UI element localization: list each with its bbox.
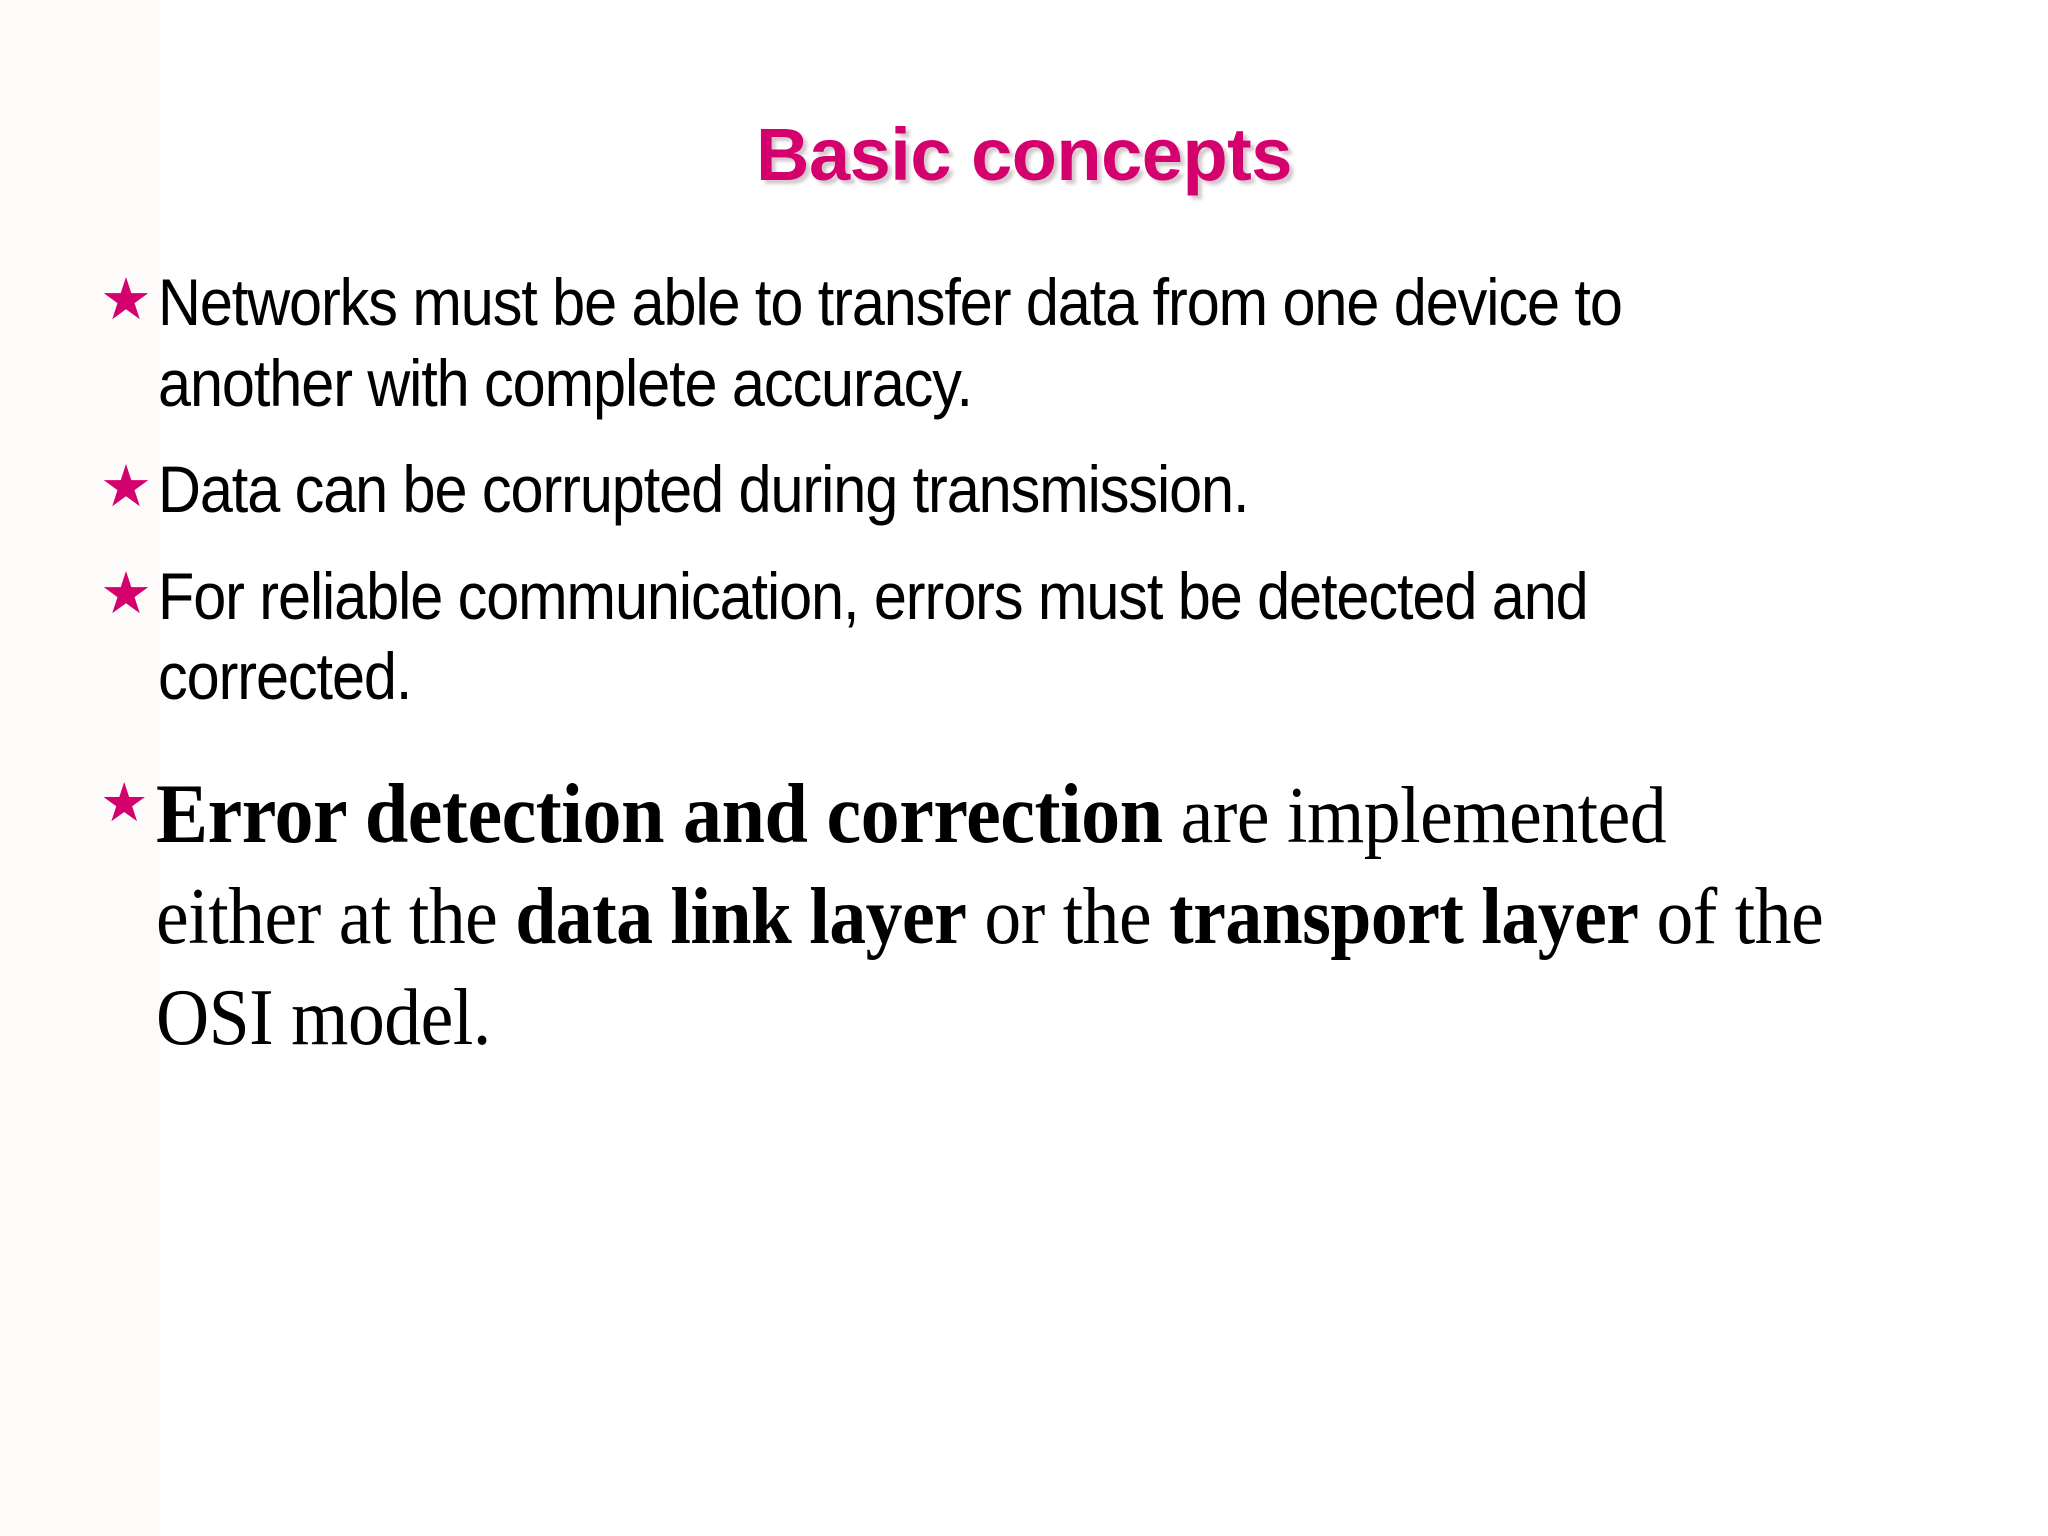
bullet-text-rich: Error detection and correction are imple…	[156, 761, 1843, 1069]
star-bullet-icon: ★	[100, 770, 149, 834]
bullet-text-segment: or the	[966, 873, 1170, 962]
bullet-text-segment: transport layer	[1169, 873, 1639, 962]
bullet-text-segment: are implemented either at the	[156, 771, 1667, 962]
star-bullet-icon: ★	[100, 265, 152, 333]
bullet-text: For reliable communication, errors must …	[158, 558, 1589, 714]
bullet-list: ★ Networks must be able to transfer data…	[100, 262, 1990, 1095]
list-item: ★ Networks must be able to transfer data…	[100, 262, 1990, 423]
star-bullet-icon: ★	[100, 452, 152, 521]
bullet-text-segment: Error detection and correction	[156, 766, 1163, 861]
bullet-text: Networks must be able to transfer data f…	[158, 265, 1623, 420]
bullet-text: Data can be corrupted during transmissio…	[158, 452, 1250, 527]
list-item: ★ Data can be corrupted during transmiss…	[100, 449, 1990, 530]
star-bullet-icon: ★	[100, 558, 152, 627]
bullet-text-segment: data link layer	[515, 873, 967, 962]
list-item: ★ For reliable communication, errors mus…	[100, 556, 1990, 717]
page-title: Basic concepts	[756, 113, 1292, 196]
bullet-text-segment: of the OSI model.	[156, 873, 1824, 1063]
list-item: ★ Error detection and correction are imp…	[100, 761, 1990, 1069]
